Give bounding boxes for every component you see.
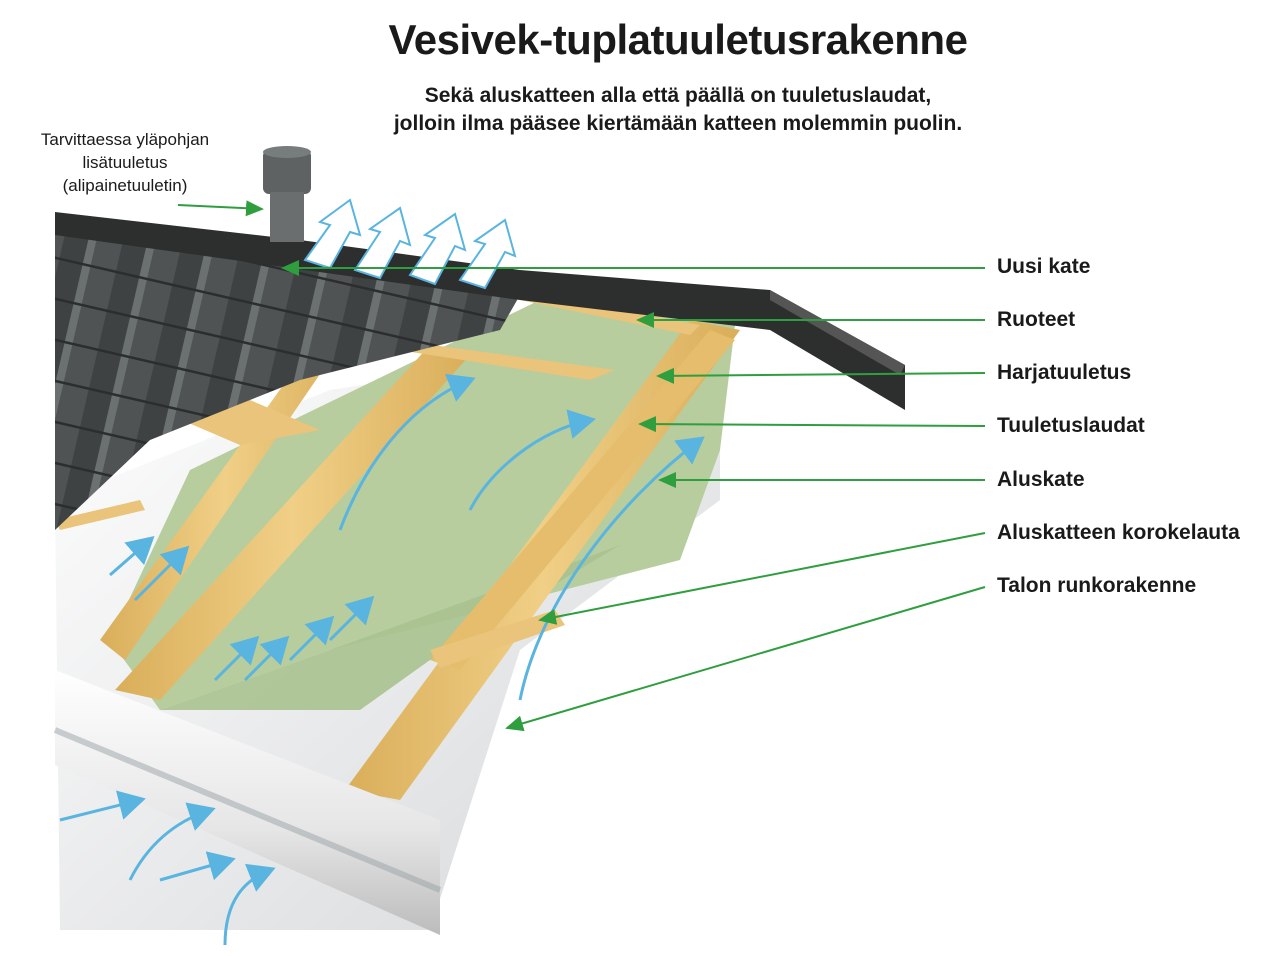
vent-note: Tarvittaessa yläpohjan lisätuuletus (ali… [14,128,236,197]
vent-note-line-2: lisätuuletus [82,153,168,172]
underlay-sheet [110,300,735,710]
airflow-arrows [59,373,705,946]
label-house-frame: Talon runkorakenne [997,574,1197,597]
fascia-board [55,670,440,935]
ventilation-batten-2 [115,345,470,700]
label-underlay-riser-board: Aluskatteen korokelauta [997,521,1240,544]
ridge-cap [55,212,905,410]
page-title: Vesivek-tuplatuuletusrakenne [388,16,968,63]
underlay-riser-board [430,610,565,668]
ridge-exhaust-arrows [303,198,517,290]
ventilation-batten-4 [430,330,735,670]
subtitle-line-1: Sekä aluskatteen alla että päällä on tuu… [424,84,932,107]
roof-vent-fan-icon [263,146,311,242]
label-ventilation-battens: Tuuletuslaudat [997,414,1145,437]
vent-note-line-1: Tarvittaessa yläpohjan [40,130,210,149]
underlay-lower [160,545,620,710]
vent-note-line-3: (alipainetuuletin) [62,176,188,195]
page-subtitle: Sekä aluskatteen alla että päällä on tuu… [0,82,1280,138]
roof-batten-4 [55,500,145,530]
roof-sheet [55,215,520,530]
label-battens: Ruoteet [997,308,1076,331]
label-ridge-ventilation: Harjatuuletus [997,361,1132,384]
label-underlay: Aluskate [997,468,1085,491]
leader-lines [177,200,986,732]
subtitle-line-2: jolloin ilma pääsee kiertämään katteen m… [393,112,963,135]
label-new-roofing: Uusi kate [997,255,1091,278]
